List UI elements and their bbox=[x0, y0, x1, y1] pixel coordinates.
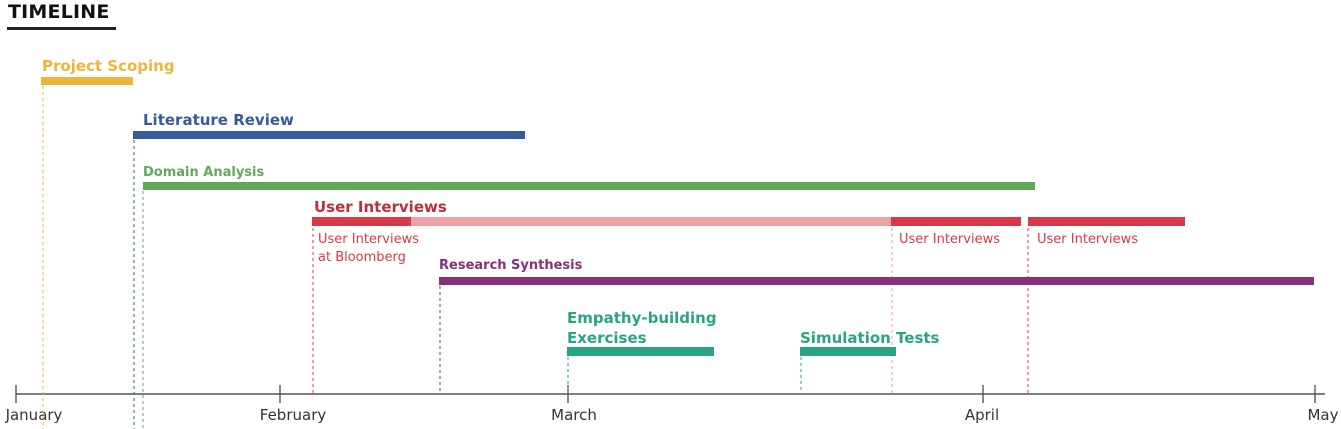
bar-domain-analysis bbox=[143, 182, 1035, 190]
axis-label-march: March bbox=[551, 406, 597, 424]
bar-simulation-tests bbox=[800, 347, 896, 356]
bar-user-interviews-march bbox=[891, 217, 1021, 226]
label-simulation-tests: Simulation Tests bbox=[800, 329, 940, 347]
label-user-interviews-april: User Interviews bbox=[1037, 232, 1138, 247]
label-research-synthesis: Research Synthesis bbox=[439, 258, 583, 273]
label-empathy-building-line2: Exercises bbox=[567, 329, 647, 347]
label-user-interviews: User Interviews bbox=[314, 198, 447, 216]
label-user-interviews-bloomberg-line1: User Interviews bbox=[318, 232, 419, 247]
axis-label-may: May bbox=[1307, 406, 1338, 424]
page-title: TIMELINE bbox=[8, 1, 110, 23]
title-underline bbox=[7, 27, 116, 30]
label-domain-analysis: Domain Analysis bbox=[143, 165, 264, 180]
label-user-interviews-march: User Interviews bbox=[899, 232, 1000, 247]
axis-label-april: April bbox=[965, 406, 999, 424]
bar-user-interviews-april bbox=[1028, 217, 1185, 226]
bar-literature-review bbox=[133, 131, 525, 139]
bar-project-scoping bbox=[41, 77, 133, 85]
label-user-interviews-bloomberg-line2: at Bloomberg bbox=[318, 250, 406, 265]
label-empathy-building-line1: Empathy-building bbox=[567, 309, 717, 327]
bar-empathy-building bbox=[567, 347, 714, 356]
label-project-scoping: Project Scoping bbox=[42, 57, 175, 75]
bar-research-synthesis bbox=[439, 277, 1314, 285]
bar-user-interviews-bloomberg bbox=[312, 217, 411, 226]
bar-user-interviews-light bbox=[411, 217, 892, 226]
axis-label-february: February bbox=[260, 406, 327, 424]
axis-label-january: January bbox=[5, 406, 63, 424]
label-literature-review: Literature Review bbox=[143, 111, 294, 129]
